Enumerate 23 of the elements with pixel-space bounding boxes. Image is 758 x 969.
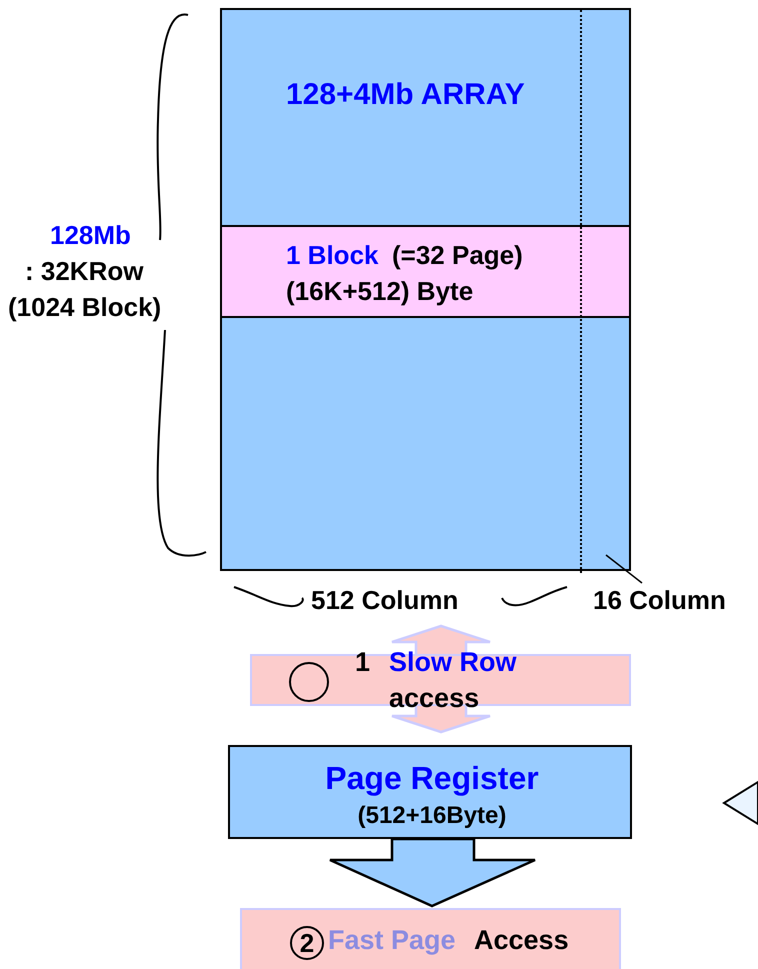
step-number: 1 bbox=[355, 648, 370, 678]
down-arrow bbox=[328, 838, 536, 908]
fast-page-text: Fast Page bbox=[328, 926, 456, 956]
register-size-text: (512+16Byte) bbox=[356, 803, 508, 830]
register-title: Page Register bbox=[324, 761, 540, 796]
column-count-text: 16 Column bbox=[593, 586, 726, 615]
array-title: 128+4Mb ARRAY bbox=[286, 78, 525, 111]
step-number: 2 bbox=[290, 926, 324, 960]
page-register-box bbox=[228, 745, 632, 839]
block-size-text: (=32 Page) bbox=[392, 241, 523, 270]
row-count-label: : 32KRow bbox=[25, 257, 144, 286]
slow-row-text: Slow Row bbox=[389, 648, 516, 678]
leader-line bbox=[606, 554, 642, 584]
column-count-label: 512 Column bbox=[311, 586, 458, 615]
access-text: Access bbox=[474, 926, 569, 956]
byte-size-text: (16K+512) Byte bbox=[286, 277, 474, 306]
capacity-label: 128Mb bbox=[50, 221, 131, 250]
access-text: access bbox=[389, 684, 480, 714]
memory-array bbox=[220, 8, 631, 571]
block-label: 1 Block bbox=[286, 241, 378, 270]
fast-access-band bbox=[240, 908, 621, 969]
block-count-label: (1024 Block) bbox=[8, 293, 162, 322]
block-band bbox=[222, 225, 629, 318]
